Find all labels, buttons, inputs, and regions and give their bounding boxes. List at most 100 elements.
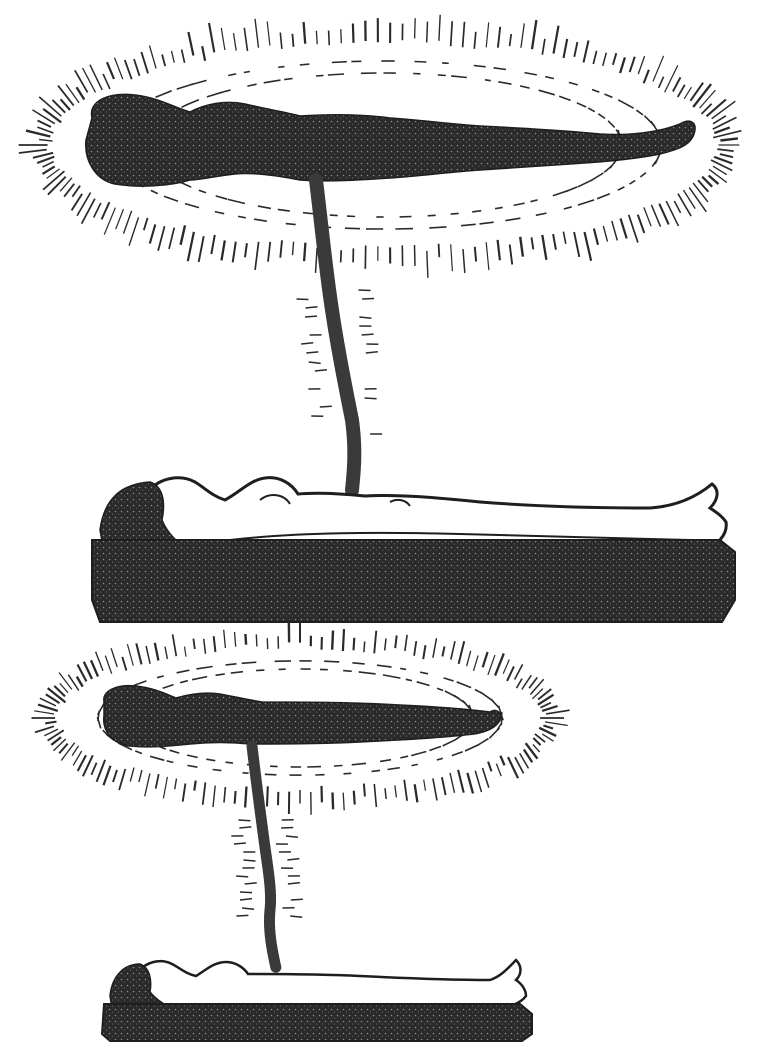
aura-ray bbox=[385, 788, 386, 799]
aura-ray bbox=[77, 677, 83, 687]
aura-ray bbox=[144, 218, 148, 230]
cord-dash bbox=[236, 876, 248, 877]
aura-dash bbox=[494, 68, 506, 70]
aura-ray bbox=[97, 760, 106, 782]
aura-ray bbox=[119, 769, 125, 790]
aura-ray bbox=[638, 56, 644, 74]
aura-ray bbox=[584, 41, 589, 63]
aura-ray bbox=[213, 786, 215, 808]
aura-ray bbox=[183, 784, 186, 802]
aura-ray bbox=[713, 117, 737, 129]
aura-dash bbox=[343, 671, 352, 672]
aura-ray bbox=[141, 52, 148, 73]
aura-dash bbox=[163, 685, 174, 689]
aura-ray bbox=[316, 248, 318, 273]
aura-ray bbox=[130, 768, 134, 782]
aura-ray bbox=[204, 639, 206, 654]
aura-ray bbox=[245, 787, 246, 808]
aura-ray bbox=[542, 39, 545, 55]
aura-ray bbox=[115, 58, 123, 79]
aura-ray bbox=[442, 777, 446, 795]
aura-dash bbox=[265, 774, 277, 775]
aura-dash bbox=[207, 92, 224, 97]
aura-ray bbox=[181, 225, 185, 244]
aura-dash bbox=[150, 756, 164, 760]
scene-bottom bbox=[32, 619, 570, 1041]
aura-dash bbox=[167, 761, 174, 763]
aura-ray bbox=[45, 722, 56, 724]
aura-ray bbox=[720, 154, 733, 157]
aura-dash bbox=[539, 90, 555, 95]
aura-ray bbox=[674, 201, 680, 213]
aura-ray bbox=[255, 242, 259, 270]
aura-dash bbox=[520, 86, 530, 88]
aura-dash bbox=[605, 94, 613, 97]
aura-ray bbox=[146, 646, 150, 664]
aura-ray bbox=[33, 153, 53, 158]
aura-ray bbox=[463, 249, 465, 273]
aura-ray bbox=[700, 90, 716, 108]
aura-ray bbox=[546, 710, 570, 714]
aura-ray bbox=[563, 232, 565, 244]
aura-ray bbox=[395, 636, 397, 649]
aura-ray bbox=[475, 247, 476, 262]
aura-dash bbox=[437, 758, 443, 760]
cord-dash bbox=[239, 827, 251, 828]
aura-dash bbox=[578, 200, 594, 205]
aura-ray bbox=[35, 726, 54, 732]
aura-dash bbox=[443, 740, 456, 746]
aura-ray bbox=[185, 647, 187, 657]
aura-dash bbox=[199, 190, 206, 193]
aura-ray bbox=[545, 722, 568, 726]
aura-dash bbox=[578, 180, 592, 187]
aura-dash bbox=[372, 770, 380, 771]
aura-dash bbox=[216, 674, 225, 675]
aura-ray bbox=[459, 641, 465, 664]
aura-ray bbox=[209, 23, 214, 52]
aura-ray bbox=[256, 634, 257, 646]
aura-ray bbox=[630, 57, 635, 72]
cord-dash bbox=[290, 916, 302, 917]
cord-dash bbox=[291, 899, 303, 900]
aura-ray bbox=[329, 31, 330, 46]
aura-dash bbox=[177, 84, 193, 89]
aura-dash bbox=[553, 191, 568, 196]
aura-dash bbox=[400, 668, 406, 669]
aura-dash bbox=[330, 215, 338, 216]
aura-ray bbox=[638, 215, 645, 233]
aura-ray bbox=[116, 209, 124, 229]
aura-ray bbox=[222, 240, 225, 260]
aura-dash bbox=[316, 75, 324, 76]
aura-ray bbox=[693, 84, 711, 107]
aura-dash bbox=[151, 190, 158, 193]
aura-ray bbox=[533, 744, 540, 752]
aura-dash bbox=[406, 679, 412, 680]
aura-ray bbox=[268, 242, 270, 262]
cord-dash bbox=[281, 828, 293, 829]
aura-ray bbox=[343, 629, 344, 651]
aura-ray bbox=[104, 766, 111, 786]
aura-ray bbox=[474, 655, 479, 671]
aura-ray bbox=[500, 756, 504, 766]
aura-dash bbox=[564, 207, 572, 209]
cord-dash bbox=[320, 406, 332, 407]
aura-ray bbox=[613, 53, 616, 65]
cord-dash bbox=[234, 843, 246, 844]
aura-ray bbox=[503, 660, 509, 674]
aura-dash bbox=[278, 67, 284, 68]
aura-ray bbox=[483, 768, 489, 788]
aura-ray bbox=[354, 791, 355, 805]
aura-ray bbox=[43, 166, 55, 174]
aura-dash bbox=[472, 211, 481, 212]
aura-ray bbox=[48, 177, 66, 195]
aura-ray bbox=[510, 34, 512, 46]
aura-dash bbox=[380, 760, 391, 762]
aura-dash bbox=[444, 678, 454, 681]
aura-ray bbox=[77, 87, 85, 99]
aura-ray bbox=[353, 24, 354, 43]
aura-ray bbox=[553, 234, 556, 250]
aura-ray bbox=[689, 188, 706, 212]
aura-ray bbox=[91, 763, 96, 775]
aura-ray bbox=[245, 243, 247, 257]
aura-ray bbox=[395, 785, 397, 797]
